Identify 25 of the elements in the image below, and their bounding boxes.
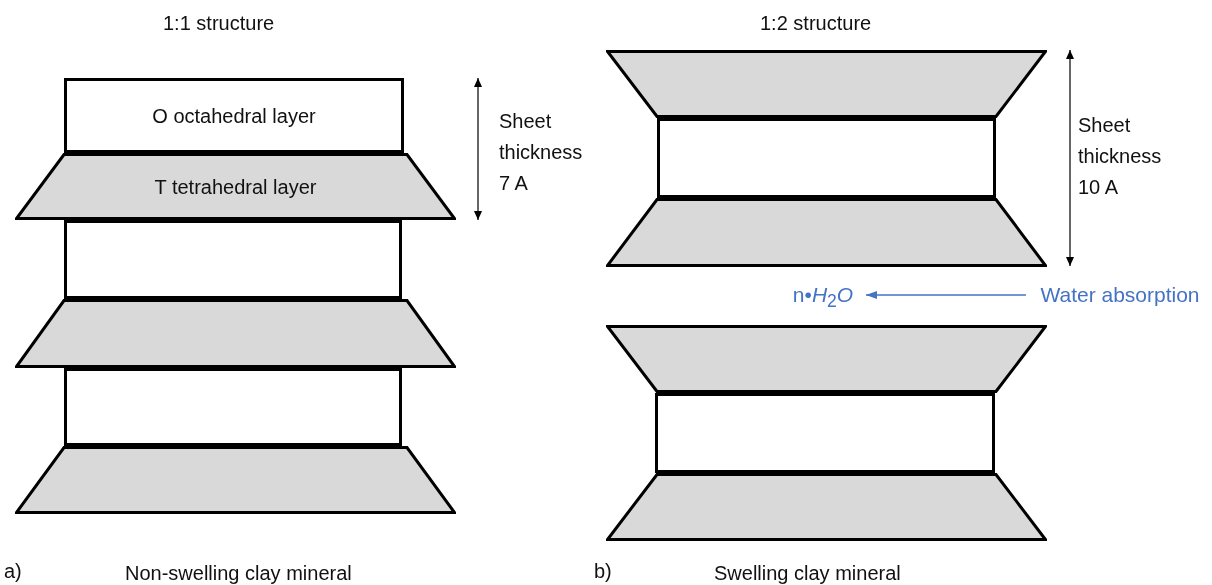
- layer-box: [657, 118, 996, 198]
- layer-trapezoid: [606, 473, 1047, 541]
- layer-trapezoid: [15, 446, 456, 514]
- panel-letter: a): [4, 560, 22, 583]
- layer-trapezoid: [606, 325, 1047, 393]
- heading: 1:1 structure: [163, 12, 275, 35]
- layer-trapezoid: [15, 153, 456, 220]
- arrow: [865, 291, 1027, 299]
- layer-trapezoid: [606, 198, 1047, 267]
- panel-caption: Swelling clay mineral: [714, 562, 901, 585]
- layer-box: [64, 78, 404, 153]
- annotation-label: Water absorption: [1028, 280, 1212, 310]
- layer-box: [64, 368, 402, 446]
- layer-trapezoid: [15, 299, 456, 368]
- panel-letter: b): [594, 560, 612, 583]
- layer-box: [655, 393, 995, 473]
- dimension-label: Sheet thickness 7 A: [499, 109, 584, 196]
- layer-label: O octahedral layer: [151, 104, 317, 127]
- dimension-label: Sheet thickness 10 A: [1078, 113, 1163, 200]
- panel-caption: Non-swelling clay mineral: [125, 562, 352, 585]
- layer-label: T tetrahedral layer: [153, 175, 318, 198]
- formula-label: n•H$_{2}$O: [782, 280, 864, 310]
- heading: 1:2 structure: [760, 12, 872, 35]
- layer-trapezoid: [606, 50, 1047, 118]
- layer-box: [64, 220, 402, 299]
